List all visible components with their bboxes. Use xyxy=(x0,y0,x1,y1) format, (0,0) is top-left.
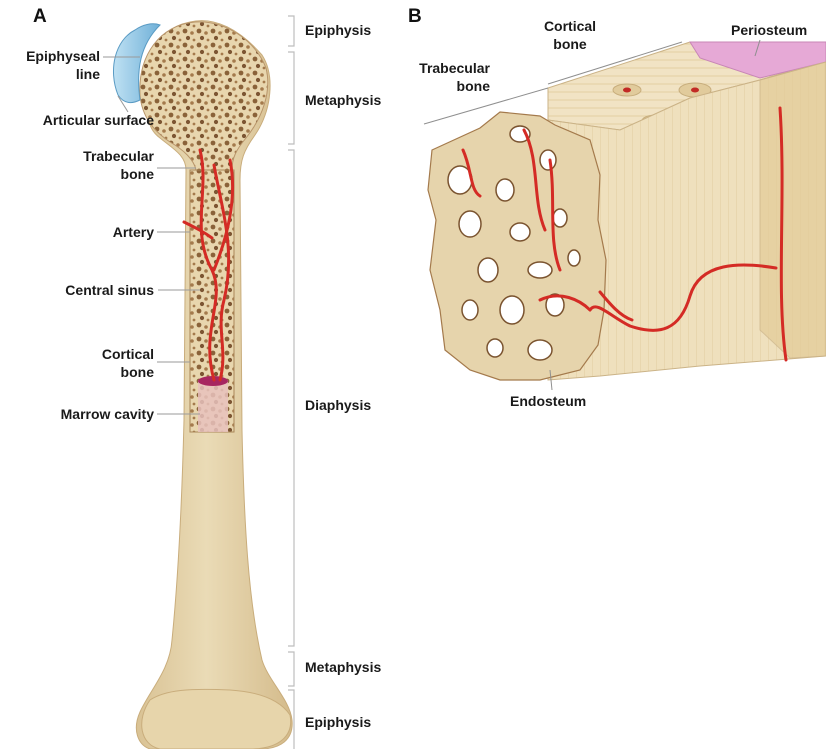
marrow-cavity xyxy=(198,380,228,432)
label-trabecular-bone-1: Trabecular xyxy=(0,148,154,165)
label-epiphyseal-line-2: line xyxy=(0,66,100,83)
label-endosteum: Endosteum xyxy=(510,393,586,410)
region-brackets xyxy=(288,16,294,749)
distal-epiphysis xyxy=(142,689,291,749)
label-cortical-bone-b-1: Cortical xyxy=(530,18,610,35)
long-bone xyxy=(113,21,292,749)
label-trabecular-bone-b-2: bone xyxy=(390,78,490,95)
label-epiphysis-bottom: Epiphysis xyxy=(305,714,371,731)
label-cortical-bone-b-2: bone xyxy=(530,36,610,53)
label-metaphysis-top: Metaphysis xyxy=(305,92,381,109)
label-trabecular-bone-b-1: Trabecular xyxy=(390,60,490,77)
label-cortical-bone-2: bone xyxy=(0,364,154,381)
label-articular-surface: Articular surface xyxy=(0,112,154,129)
label-epiphysis-top: Epiphysis xyxy=(305,22,371,39)
label-cortical-bone-1: Cortical xyxy=(0,346,154,363)
panel-a-label: A xyxy=(33,6,47,28)
trabecular-chunk xyxy=(428,112,606,380)
label-metaphysis-bottom: Metaphysis xyxy=(305,659,381,676)
label-epiphyseal-line-1: Epiphyseal xyxy=(0,48,100,65)
label-diaphysis: Diaphysis xyxy=(305,397,371,414)
label-artery: Artery xyxy=(0,224,154,241)
panel-b-label: B xyxy=(408,6,422,28)
label-periosteum: Periosteum xyxy=(731,22,807,39)
label-central-sinus: Central sinus xyxy=(0,282,154,299)
label-marrow-cavity: Marrow cavity xyxy=(0,406,154,423)
epiphysis-spongy xyxy=(140,22,268,170)
block-side-face xyxy=(760,62,826,358)
label-trabecular-bone-2: bone xyxy=(0,166,154,183)
